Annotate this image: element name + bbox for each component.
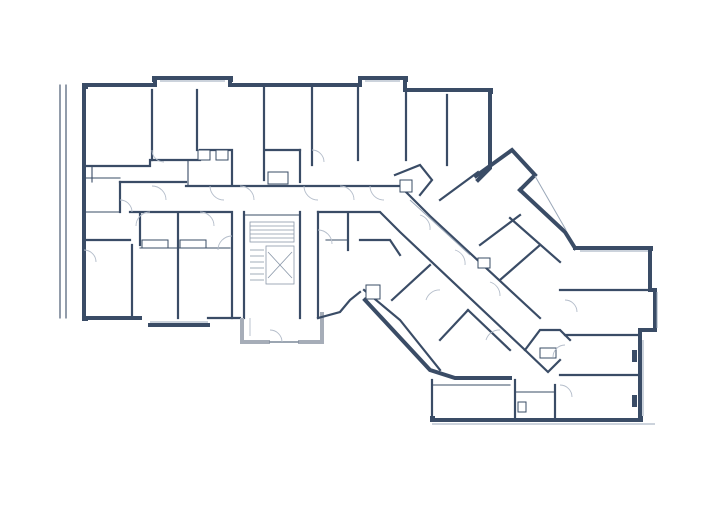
east-wing: [430, 246, 658, 425]
door-swings: [83, 149, 578, 398]
stairwell: [240, 210, 324, 344]
diagonal-wing: [316, 110, 578, 380]
stair-treads: [250, 225, 294, 281]
wall-piers: [82, 76, 653, 422]
west-wing: [59, 76, 492, 327]
